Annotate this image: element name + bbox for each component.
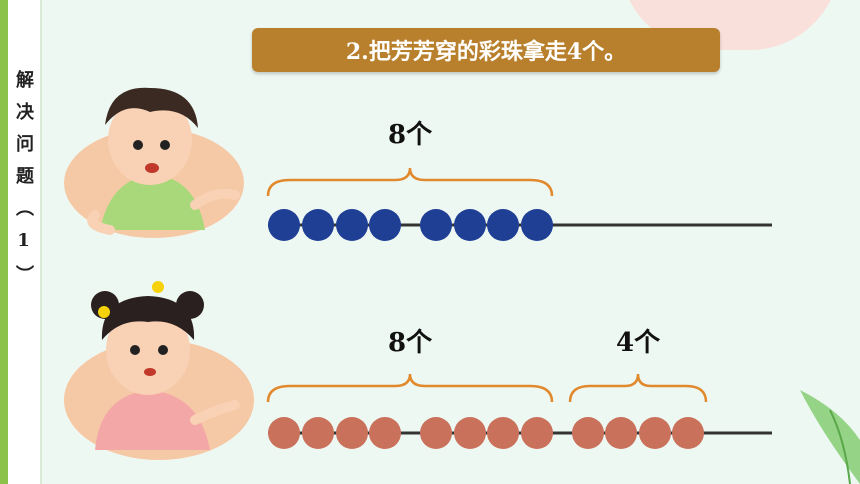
row2-bead-8 bbox=[521, 417, 553, 449]
leaf-decoration bbox=[800, 390, 860, 484]
row2-bead-3 bbox=[336, 417, 368, 449]
sidebar: 解决问题（1） bbox=[0, 0, 42, 484]
row2-bead-5 bbox=[420, 417, 452, 449]
row1-bead-8 bbox=[521, 209, 553, 241]
row1-bead-2 bbox=[302, 209, 334, 241]
row1-count-label: 8个 bbox=[388, 120, 433, 150]
row1-bead-4 bbox=[369, 209, 401, 241]
boy-illustration bbox=[87, 87, 240, 235]
row2-bead-9 bbox=[572, 417, 604, 449]
row2-beads bbox=[268, 417, 704, 449]
row2-bead-11 bbox=[639, 417, 671, 449]
row1-bead-3 bbox=[336, 209, 368, 241]
girl-illustration bbox=[91, 281, 240, 450]
row2-bead-4 bbox=[369, 417, 401, 449]
row1-beads bbox=[268, 209, 553, 241]
row2-bead-6 bbox=[454, 417, 486, 449]
row2-count-label-left: 8个 bbox=[388, 328, 433, 358]
row1-bead-5 bbox=[420, 209, 452, 241]
row1-bead-1 bbox=[268, 209, 300, 241]
row1-brace bbox=[266, 167, 554, 197]
question-title: 2.把芳芳穿的彩珠拿走4个。 bbox=[252, 28, 720, 72]
row1-bead-6 bbox=[454, 209, 486, 241]
row2-bead-10 bbox=[605, 417, 637, 449]
row2-bead-12 bbox=[672, 417, 704, 449]
row2-bead-1 bbox=[268, 417, 300, 449]
row2-count-label-right: 4个 bbox=[616, 328, 661, 358]
row2-brace-right bbox=[568, 373, 708, 403]
section-title: 解决问题（1） bbox=[13, 70, 34, 297]
row1-bead-7 bbox=[487, 209, 519, 241]
sidebar-accent-bar bbox=[0, 0, 8, 484]
row2-brace-left bbox=[266, 373, 554, 403]
row2-bead-2 bbox=[302, 417, 334, 449]
row2-bead-7 bbox=[487, 417, 519, 449]
